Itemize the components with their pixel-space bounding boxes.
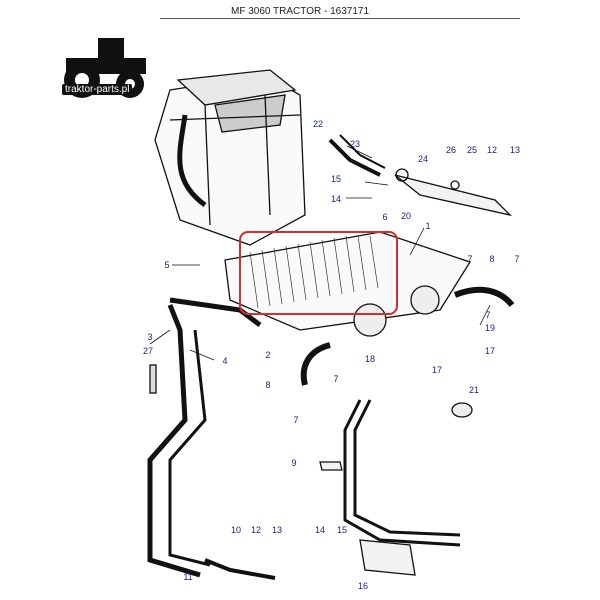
callout-25: 25 bbox=[467, 145, 477, 155]
callout-15b: 15 bbox=[337, 525, 347, 535]
title-rule bbox=[160, 18, 520, 19]
callout-16: 16 bbox=[358, 581, 368, 591]
callout-4: 4 bbox=[222, 356, 227, 366]
callout-20: 20 bbox=[401, 211, 411, 221]
callout-7b: 7 bbox=[514, 254, 519, 264]
callout-6: 6 bbox=[382, 212, 387, 222]
callout-14b: 14 bbox=[315, 525, 325, 535]
callout-7a: 7 bbox=[467, 254, 472, 264]
callout-21: 21 bbox=[469, 385, 479, 395]
callout-3: 3 bbox=[147, 332, 152, 342]
callout-7d: 7 bbox=[293, 415, 298, 425]
callout-14a: 14 bbox=[331, 194, 341, 204]
callout-11: 11 bbox=[183, 572, 192, 582]
logo-text: traktor-parts.pl bbox=[62, 84, 133, 95]
callout-13b: 13 bbox=[272, 525, 282, 535]
callout-2: 2 bbox=[265, 350, 270, 360]
callout-12b: 12 bbox=[251, 525, 261, 535]
callout-13a: 13 bbox=[510, 145, 520, 155]
callout-17b: 17 bbox=[432, 365, 442, 375]
callout-24: 24 bbox=[418, 154, 428, 164]
callout-23: 23 bbox=[350, 139, 360, 149]
callout-7e: 7 bbox=[485, 310, 490, 320]
callout-15a: 15 bbox=[331, 174, 341, 184]
callout-26: 26 bbox=[446, 145, 456, 155]
cab-drawing bbox=[154, 69, 306, 246]
callout-18: 18 bbox=[365, 354, 375, 364]
callout-1: 1 bbox=[425, 221, 430, 231]
callout-9: 9 bbox=[291, 458, 296, 468]
callout-8b: 8 bbox=[265, 380, 270, 390]
callout-5: 5 bbox=[164, 260, 169, 270]
callout-19: 19 bbox=[485, 323, 495, 333]
callout-27: 27 bbox=[143, 346, 153, 356]
callout-10: 10 bbox=[231, 525, 241, 535]
callout-17a: 17 bbox=[485, 346, 495, 356]
highlight-box bbox=[239, 231, 398, 315]
callout-7c: 7 bbox=[333, 374, 338, 384]
diagram-title: MF 3060 TRACTOR - 1637171 bbox=[230, 6, 370, 17]
callout-8a: 8 bbox=[489, 254, 494, 264]
callout-12a: 12 bbox=[487, 145, 497, 155]
callout-22: 22 bbox=[313, 119, 323, 129]
